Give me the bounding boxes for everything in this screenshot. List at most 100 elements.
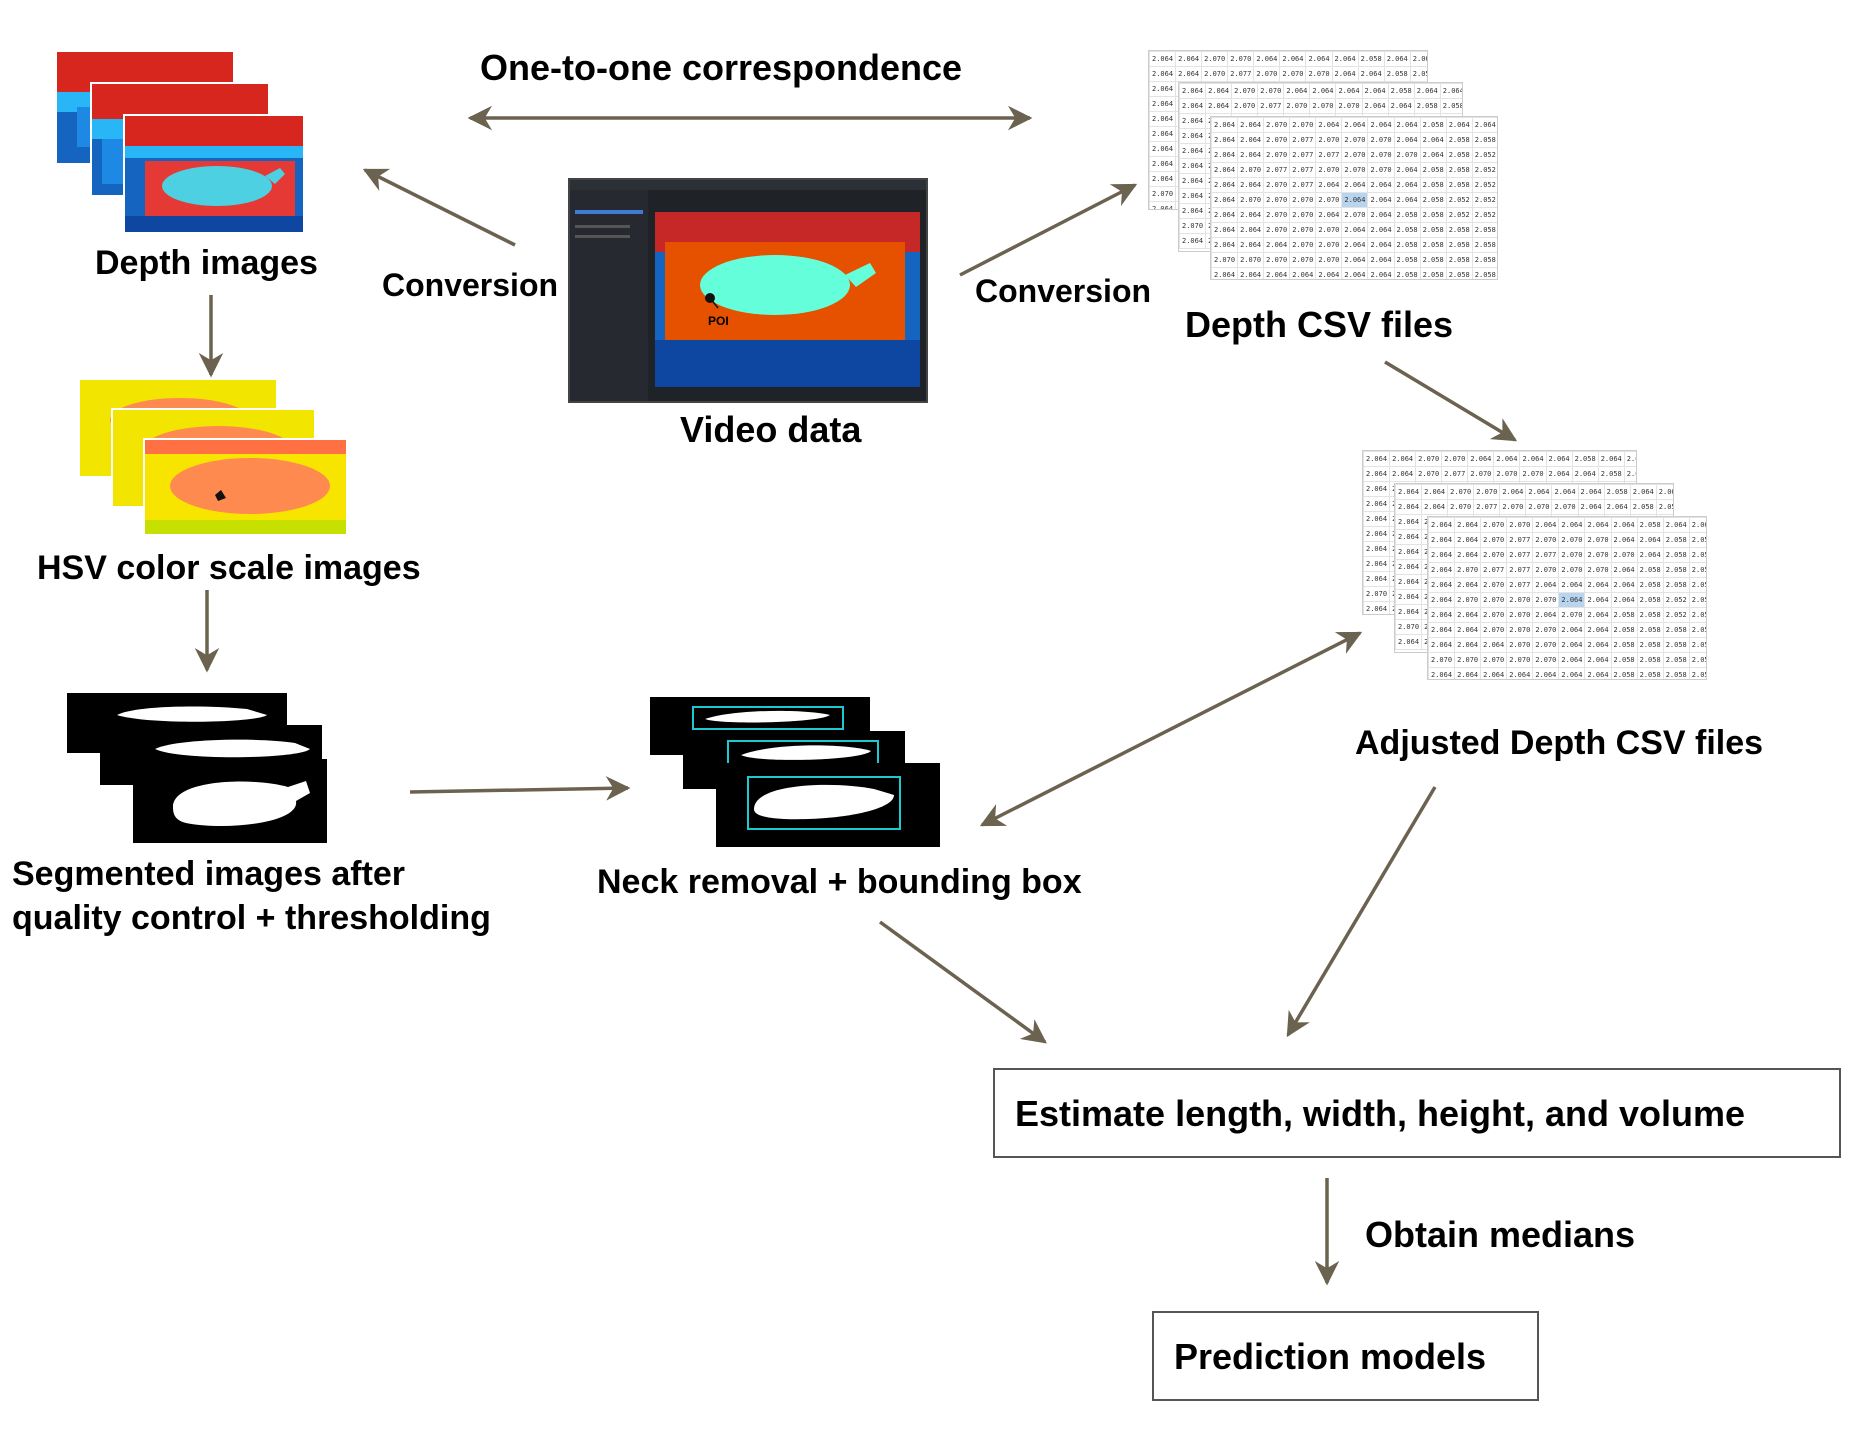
- csv-cell: 2.052: [1445, 207, 1473, 223]
- csv-cell: 2.070: [1341, 147, 1369, 163]
- csv-cell: 2.077: [1532, 547, 1560, 563]
- csv-cell: 2.064: [1179, 158, 1207, 174]
- video-data-label: Video data: [680, 409, 862, 450]
- csv-cell: 2.064: [1315, 177, 1343, 193]
- csv-cell: 2.064: [1610, 592, 1638, 608]
- csv-cell: 2.058: [1610, 607, 1638, 623]
- csv-cell: 2.064: [1149, 66, 1177, 82]
- csv-cell: 2.064: [1149, 126, 1177, 142]
- csv-cell: 2.064: [1363, 556, 1391, 572]
- csv-cell: 2.070: [1289, 207, 1317, 223]
- csv-cell: 2.070: [1480, 577, 1508, 593]
- csv-cell: 2.064: [1636, 532, 1664, 548]
- csv-cell: 2.064: [1367, 207, 1395, 223]
- csv-cell: 2.070: [1305, 66, 1333, 82]
- arrow-video-to-csv: [959, 183, 1138, 277]
- csv-cell: 2.058: [1409, 66, 1427, 82]
- csv-cell: 2.064: [1445, 117, 1473, 133]
- csv-cell: 2.070: [1506, 592, 1534, 608]
- csv-cell: 2.064: [1283, 83, 1311, 99]
- segmented-image-stack: [67, 693, 327, 843]
- csv-cell: 2.058: [1662, 577, 1690, 593]
- csv-cell: 2.064: [1263, 267, 1291, 279]
- csv-cell: 2.070: [1263, 132, 1291, 148]
- csv-cell: 2.064: [1428, 667, 1456, 679]
- csv-cell: 2.058: [1471, 222, 1497, 238]
- csv-cell: 2.064: [1175, 66, 1203, 82]
- csv-cell: 2.052: [1662, 592, 1690, 608]
- csv-cell: 2.070: [1480, 547, 1508, 563]
- csv-cell: 2.064: [1428, 577, 1456, 593]
- csv-cell: 2.070: [1315, 132, 1343, 148]
- csv-cell: 2.058: [1636, 517, 1664, 533]
- csv-cell: 2.070: [1309, 98, 1337, 114]
- segmented-label-line2: quality control + thresholding: [12, 899, 491, 937]
- csv-cell: 2.077: [1263, 162, 1291, 178]
- csv-cell: 2.064: [1363, 541, 1391, 557]
- csv-cell: 2.064: [1532, 517, 1560, 533]
- csv-cell: 2.070: [1506, 622, 1534, 638]
- csv-cell: 2.070: [1263, 177, 1291, 193]
- csv-cell: 2.077: [1441, 466, 1469, 482]
- csv-cell: 2.064: [1428, 562, 1456, 578]
- csv-cell: 2.064: [1211, 267, 1239, 279]
- csv-cell: 2.070: [1263, 117, 1291, 133]
- csv-cell: 2.070: [1558, 532, 1586, 548]
- csv-cell: 2.064: [1179, 98, 1207, 114]
- csv-cell: 2.064: [1428, 622, 1456, 638]
- csv-cell: 2.058: [1439, 98, 1462, 114]
- csv-cell: 2.052: [1688, 547, 1706, 563]
- csv-cell: 2.064: [1149, 141, 1177, 157]
- csv-cell: 2.064: [1610, 577, 1638, 593]
- csv-cell: 2.070: [1341, 162, 1369, 178]
- segmented-image: [133, 759, 327, 843]
- csv-cell: 2.070: [1506, 637, 1534, 653]
- csv-cell: 2.064: [1655, 484, 1673, 500]
- csv-cell: 2.070: [1201, 51, 1229, 67]
- csv-cell: 2.064: [1395, 544, 1423, 560]
- csv-cell: 2.064: [1413, 83, 1441, 99]
- csv-cell: 2.070: [1201, 66, 1229, 82]
- csv-cell: 2.070: [1231, 83, 1259, 99]
- csv-cell: 2.064: [1363, 481, 1391, 497]
- csv-cell: 2.064: [1341, 222, 1369, 238]
- csv-cell: 2.064: [1179, 143, 1207, 159]
- csv-cell: 2.070: [1237, 192, 1265, 208]
- csv-cell: 2.064: [1584, 667, 1612, 679]
- csv-cell: 2.064: [1454, 547, 1482, 563]
- csv-cell: 2.070: [1289, 252, 1317, 268]
- csv-cell: 2.064: [1361, 98, 1389, 114]
- csv-cell: 2.070: [1237, 162, 1265, 178]
- csv-cell: 2.070: [1584, 532, 1612, 548]
- csv-cell: 2.064: [1428, 547, 1456, 563]
- csv-cell: 2.070: [1584, 547, 1612, 563]
- csv-cell: 2.070: [1395, 619, 1423, 635]
- csv-cell: 2.070: [1454, 652, 1482, 668]
- csv-cell: 2.070: [1363, 586, 1391, 602]
- csv-cell: 2.058: [1636, 652, 1664, 668]
- csv-cell: 2.058: [1571, 451, 1599, 467]
- csv-cell: 2.058: [1662, 622, 1690, 638]
- csv-cell: 2.058: [1413, 98, 1441, 114]
- csv-cell: 2.064: [1525, 484, 1553, 500]
- csv-cell: 2.070: [1610, 547, 1638, 563]
- csv-cell: 2.064: [1393, 132, 1421, 148]
- csv-cell: 2.064: [1454, 667, 1482, 679]
- csv-cell: 2.058: [1393, 267, 1421, 279]
- csv-cell: 2.070: [1415, 451, 1443, 467]
- csv-cell: 2.052: [1688, 592, 1706, 608]
- csv-cell: 2.064: [1237, 132, 1265, 148]
- csv-cell: 2.064: [1211, 147, 1239, 163]
- csv-cell: 2.064: [1367, 117, 1395, 133]
- csv-cell: 2.058: [1419, 162, 1447, 178]
